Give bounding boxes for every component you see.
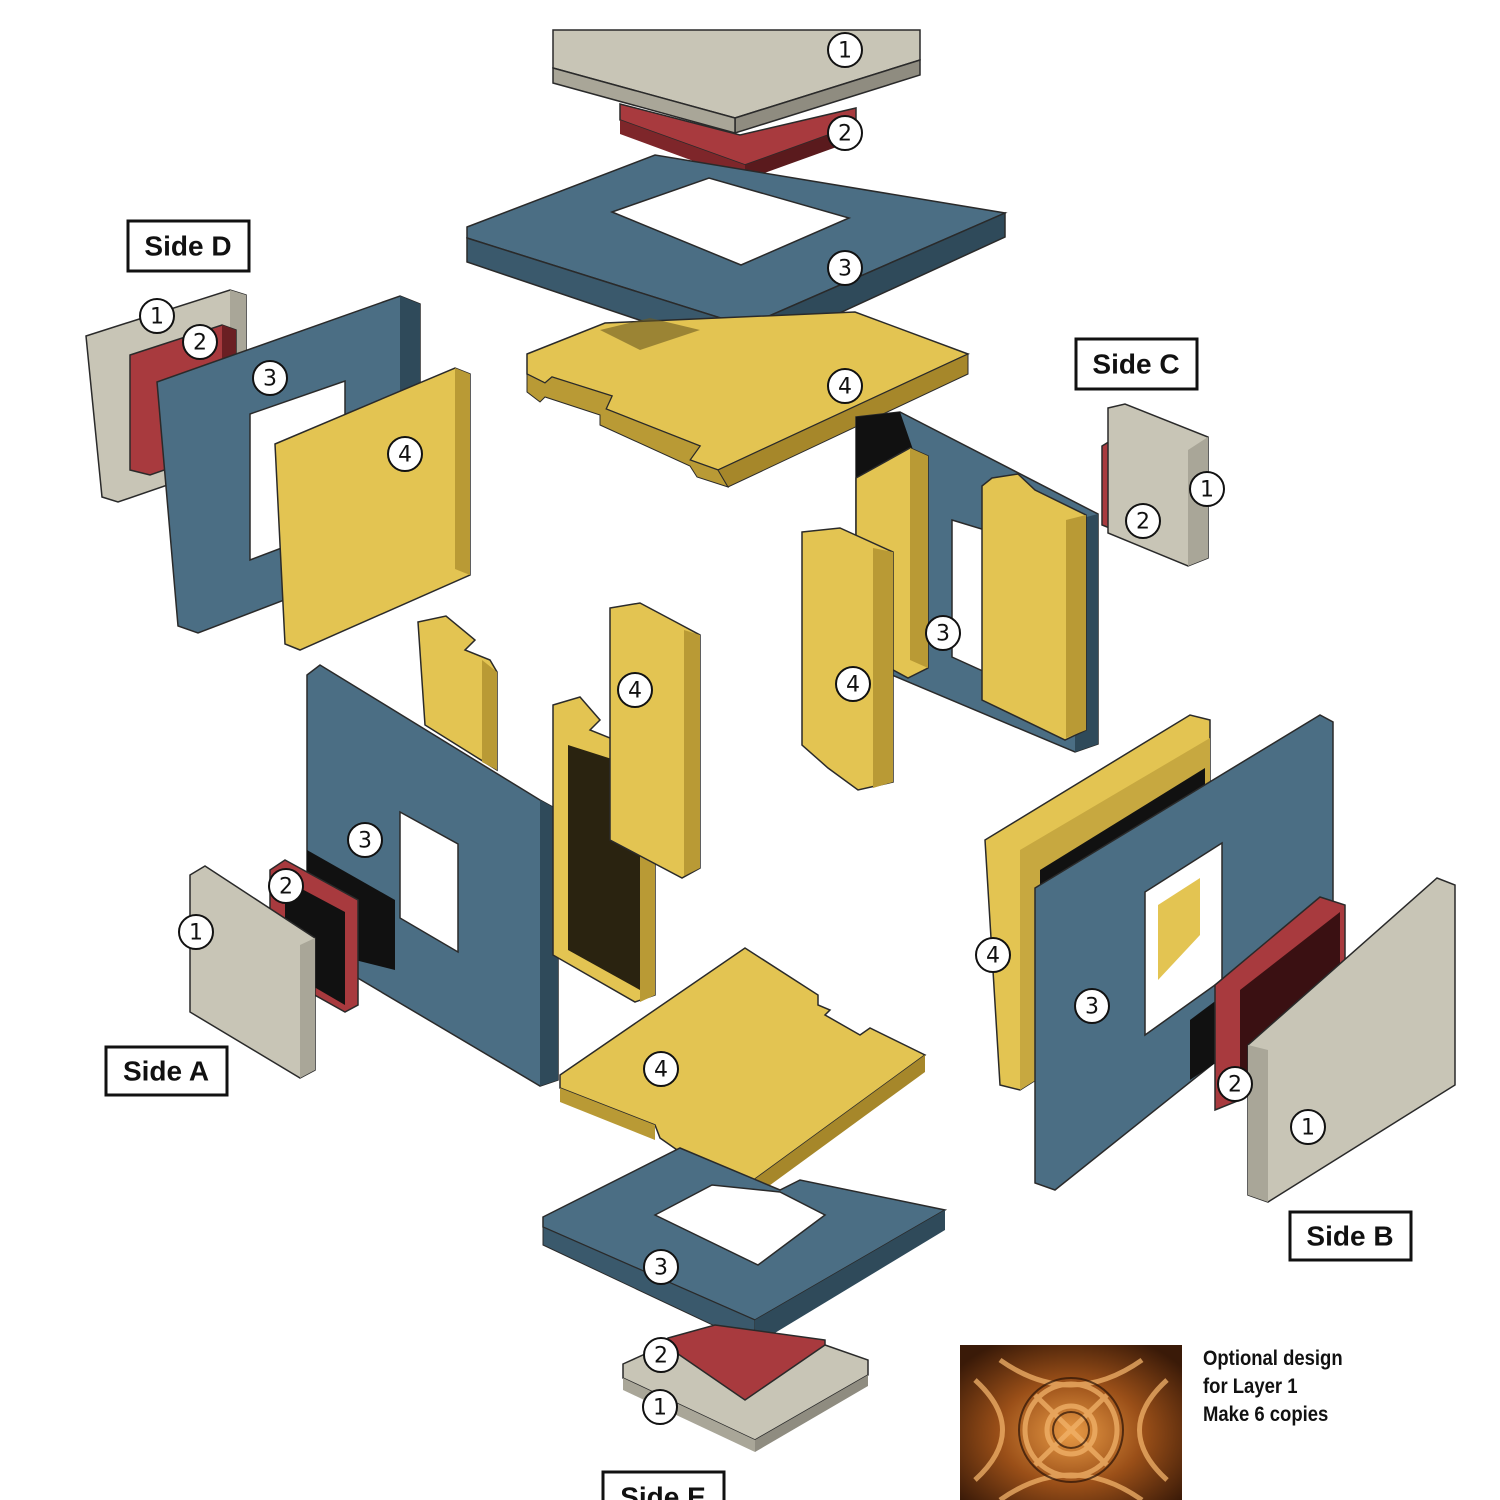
side-b-label: Side B	[1288, 1210, 1413, 1262]
bottom-layer-3-frame	[542, 1147, 948, 1346]
bottom-layer-4-puzzle-piece	[559, 947, 927, 1207]
side-d-layer-2-number: 2	[182, 324, 218, 360]
optional-design-note-line-3: Make 6 copies	[1203, 1403, 1329, 1426]
side-d-layer-4-number: 4	[387, 436, 423, 472]
side-d-layer-3-number: 3	[252, 360, 288, 396]
svg-text:1: 1	[1301, 1116, 1315, 1141]
side-d-layer-1-number: 1	[139, 298, 175, 334]
top-layer-1-panel	[552, 29, 921, 135]
side-c-label: Side C	[1074, 337, 1199, 391]
center-layer-4-number: 4	[617, 672, 653, 708]
svg-text:1: 1	[189, 921, 203, 946]
svg-text:4: 4	[846, 673, 860, 698]
svg-text:4: 4	[654, 1058, 668, 1083]
side-b-layer-1-number: 1	[1290, 1109, 1326, 1145]
side-d-label: Side D	[126, 219, 251, 273]
side-c-layer-2-number: 2	[1125, 503, 1161, 539]
svg-text:2: 2	[1228, 1073, 1242, 1098]
side-a-layer-1-panel	[189, 865, 316, 1079]
side-a-layer-3-number: 3	[347, 822, 383, 858]
svg-text:3: 3	[654, 1256, 668, 1281]
svg-text:4: 4	[628, 679, 642, 704]
side-b-layer-2-number: 2	[1217, 1066, 1253, 1102]
side-e-label: Side E	[601, 1470, 726, 1500]
bottom-layer-2-number: 2	[643, 1337, 679, 1373]
svg-text:2: 2	[193, 331, 207, 356]
side-a-label: Side A	[104, 1045, 229, 1097]
svg-text:4: 4	[986, 944, 1000, 969]
svg-text:Side B: Side B	[1306, 1221, 1393, 1252]
svg-text:Side A: Side A	[123, 1056, 209, 1087]
top-layer-3-number: 3	[827, 250, 863, 286]
top-layer-2-number: 2	[827, 115, 863, 151]
svg-text:Side C: Side C	[1092, 349, 1179, 380]
side-c-layer-1-number: 1	[1189, 471, 1225, 507]
svg-text:3: 3	[263, 367, 277, 392]
svg-text:1: 1	[150, 305, 164, 330]
svg-text:3: 3	[1085, 995, 1099, 1020]
svg-text:1: 1	[838, 39, 852, 64]
svg-text:Side E: Side E	[620, 1482, 706, 1500]
side-a-layer-2-number: 2	[268, 868, 304, 904]
svg-text:1: 1	[653, 1396, 667, 1421]
bottom-layer-4-number: 4	[643, 1051, 679, 1087]
side-b-layer-4-number: 4	[975, 937, 1011, 973]
svg-text:2: 2	[838, 122, 852, 147]
svg-text:2: 2	[654, 1344, 668, 1369]
top-layer-1-number: 1	[827, 32, 863, 68]
svg-text:3: 3	[358, 829, 372, 854]
optional-design-note-line-1: Optional design	[1203, 1347, 1343, 1370]
side-c-layer-3-number: 3	[925, 615, 961, 651]
side-b-layer-3-number: 3	[1074, 988, 1110, 1024]
svg-text:Side D: Side D	[144, 231, 231, 262]
top-layer-4-puzzle-piece	[526, 311, 970, 488]
svg-text:3: 3	[936, 622, 950, 647]
svg-text:2: 2	[279, 875, 293, 900]
side-d-layer-4-panel	[274, 367, 471, 651]
svg-text:4: 4	[838, 375, 852, 400]
bottom-layer-3-number: 3	[643, 1249, 679, 1285]
side-a-layer-4-strips	[417, 602, 701, 1003]
optional-design-note-line-2: for Layer 1	[1203, 1375, 1298, 1398]
bottom-layer-1-number: 1	[642, 1389, 678, 1425]
svg-text:2: 2	[1136, 510, 1150, 535]
svg-text:4: 4	[398, 443, 412, 468]
side-a-layer-1-number: 1	[178, 914, 214, 950]
svg-text:3: 3	[838, 257, 852, 282]
svg-text:1: 1	[1200, 478, 1214, 503]
top-layer-4-number: 4	[827, 368, 863, 404]
side-c-layer-4-number: 4	[835, 666, 871, 702]
celtic-knot-bronze-tile-icon	[960, 1345, 1182, 1500]
side-c-layer-4-strip	[801, 527, 894, 791]
